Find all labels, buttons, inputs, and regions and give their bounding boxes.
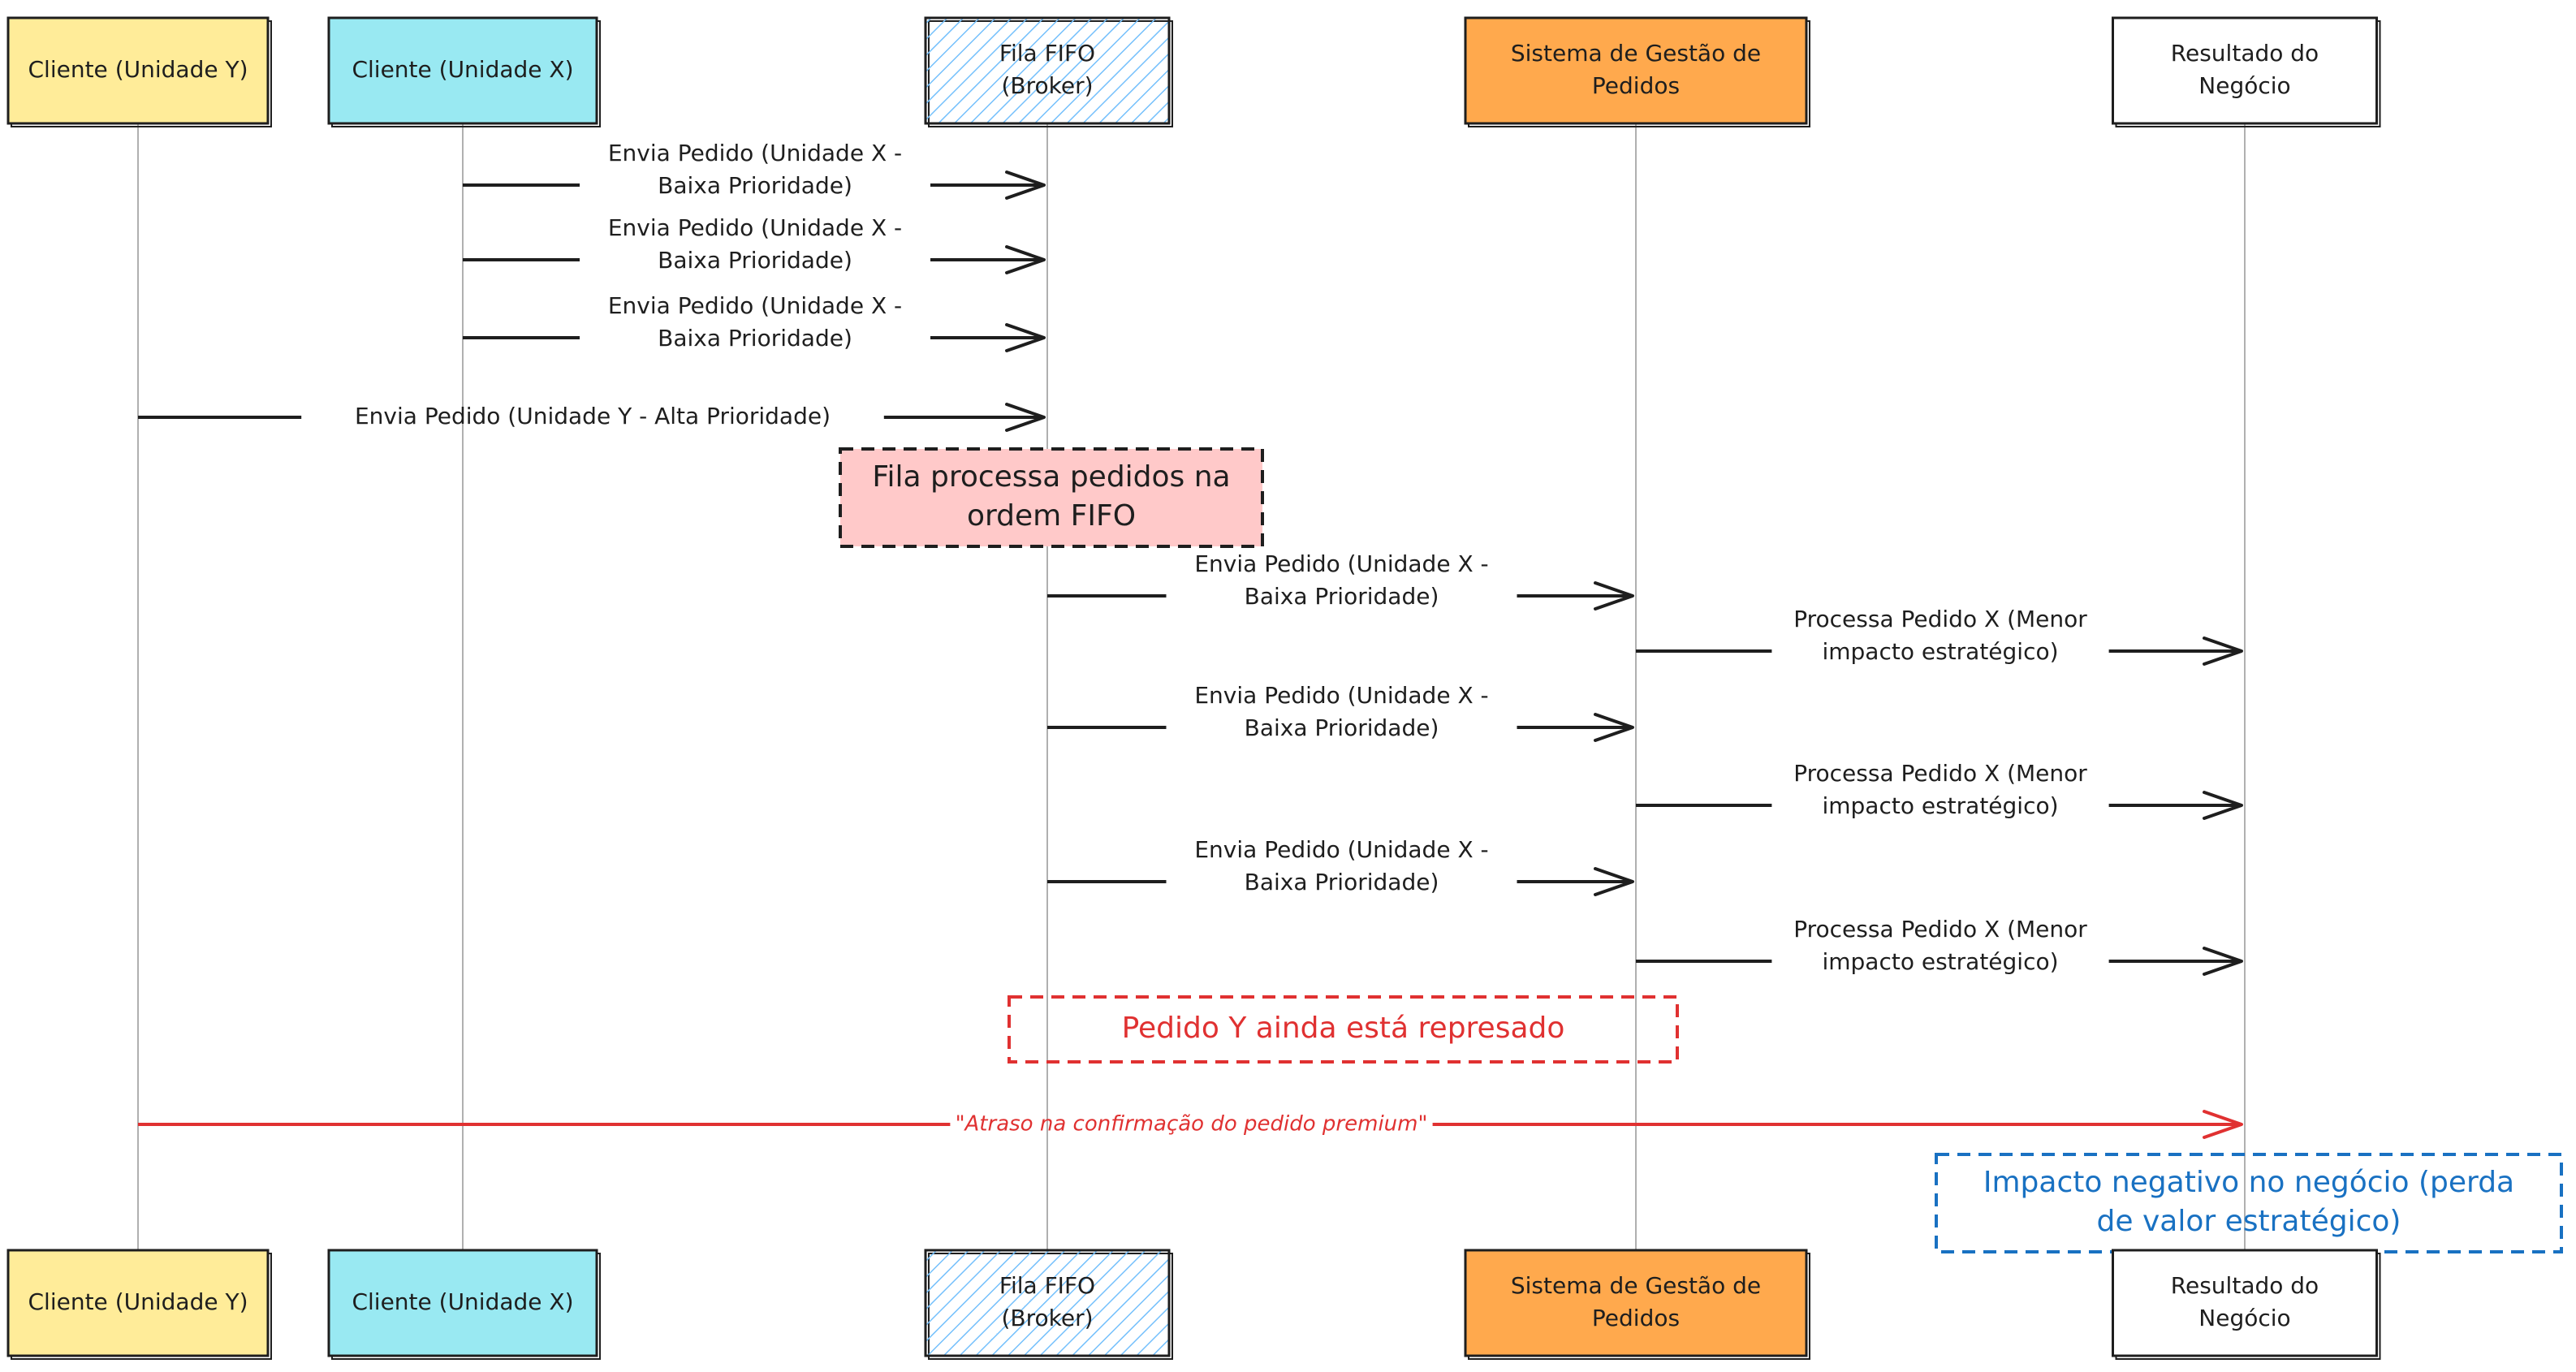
note: Pedido Y ainda está represado <box>1008 995 1679 1064</box>
participant-box <box>2112 1249 2378 1357</box>
participant-label: Fila FIFO(Broker) <box>999 1272 1095 1331</box>
arrowhead <box>1594 867 1634 896</box>
participants: Cliente (Unidade Y) Cliente (Unidade Y) Cl… <box>6 16 2381 1360</box>
arrowhead <box>1594 713 1634 742</box>
message-label: Envia Pedido (Unidade X -Baixa Prioridad… <box>1194 682 1488 741</box>
participant-label: Cliente (Unidade Y) <box>28 1288 248 1315</box>
message-arrow: "Atraso na confirmação do pedido premium… <box>138 1110 2243 1139</box>
participant-box <box>2112 16 2378 125</box>
message-label: Envia Pedido (Unidade X -Baixa Prioridad… <box>608 140 902 199</box>
participant-cx-bottom: Cliente (Unidade X) <box>327 1249 601 1360</box>
participant-box <box>327 16 598 125</box>
message-arrow: Envia Pedido (Unidade X -Baixa Prioridad… <box>1047 682 1634 742</box>
arrowhead <box>2203 1110 2243 1139</box>
participant-cy-top: Cliente (Unidade Y) <box>6 16 272 127</box>
participant-cx-top: Cliente (Unidade X) <box>327 16 601 127</box>
message-label: Envia Pedido (Unidade X -Baixa Prioridad… <box>608 214 902 274</box>
participant-label: Cliente (Unidade X) <box>352 56 573 83</box>
message-arrow: Envia Pedido (Unidade Y - Alta Prioridad… <box>138 403 1046 432</box>
participant-fifo-bottom: Fila FIFO(Broker) <box>924 1249 1173 1360</box>
arrowhead <box>1594 581 1634 610</box>
participant-label: Cliente (Unidade X) <box>352 1288 573 1315</box>
participant-label: Cliente (Unidade Y) <box>28 56 248 83</box>
note-box <box>839 447 1264 548</box>
participant-box <box>327 1249 598 1357</box>
participant-fifo-top: Fila FIFO(Broker) <box>924 16 1173 127</box>
message-label: "Atraso na confirmação do pedido premium… <box>956 1112 1428 1137</box>
participant-box <box>6 1249 270 1357</box>
participant-box <box>924 16 1171 125</box>
arrowhead <box>2203 636 2243 666</box>
message-label: Envia Pedido (Unidade X -Baixa Prioridad… <box>1194 550 1488 610</box>
participant-box <box>6 16 270 125</box>
message-arrow: Envia Pedido (Unidade X -Baixa Prioridad… <box>463 214 1046 274</box>
participant-box <box>1464 1249 1808 1357</box>
message-arrow: Envia Pedido (Unidade X -Baixa Prioridad… <box>463 140 1046 200</box>
participant-cy-bottom: Cliente (Unidade Y) <box>6 1249 272 1360</box>
message-arrow: Envia Pedido (Unidade X -Baixa Prioridad… <box>1047 836 1634 896</box>
arrowhead <box>1005 403 1046 432</box>
note-box <box>1008 995 1679 1064</box>
lifelines <box>137 123 2246 1250</box>
messages: Envia Pedido (Unidade X -Baixa Prioridad… <box>138 140 2243 1139</box>
arrowhead <box>2203 947 2243 976</box>
arrowhead <box>2203 791 2243 820</box>
participant-label: Fila FIFO(Broker) <box>999 40 1095 99</box>
note-label: Pedido Y ainda está represado <box>1122 1012 1565 1045</box>
message-label: Envia Pedido (Unidade X -Baixa Prioridad… <box>608 292 902 352</box>
message-label: Envia Pedido (Unidade Y - Alta Prioridad… <box>355 403 831 429</box>
message-arrow: Envia Pedido (Unidade X -Baixa Prioridad… <box>463 292 1046 352</box>
message-label: Envia Pedido (Unidade X -Baixa Prioridad… <box>1194 836 1488 895</box>
arrowhead <box>1005 245 1046 274</box>
message-arrow: Envia Pedido (Unidade X -Baixa Prioridad… <box>1047 550 1634 610</box>
participant-box <box>1464 16 1808 125</box>
participant-box <box>924 1249 1171 1357</box>
arrowhead <box>1005 323 1046 352</box>
arrowhead <box>1005 170 1046 200</box>
